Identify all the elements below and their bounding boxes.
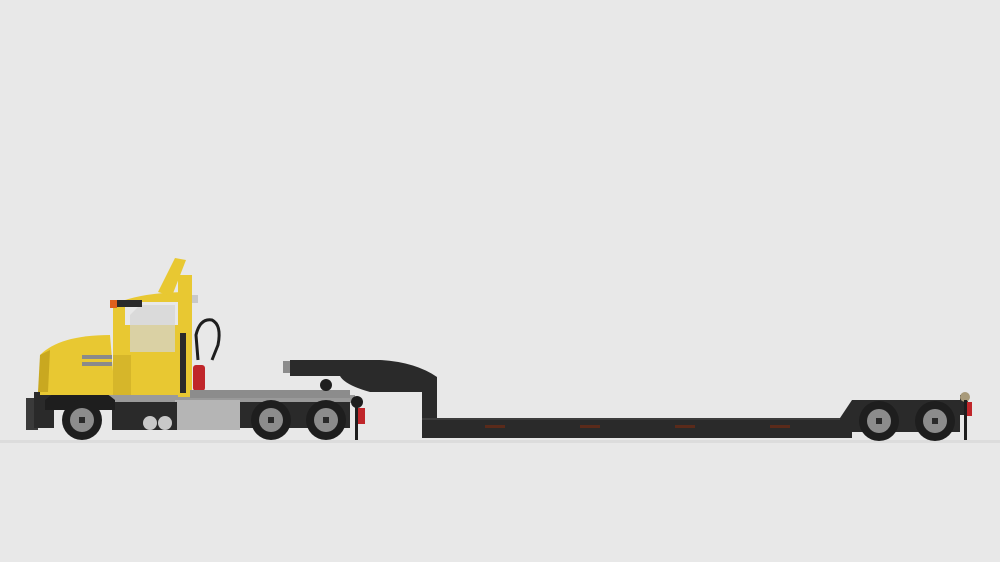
trailer-wheel-1 — [859, 401, 899, 441]
wheel-rear-2 — [306, 400, 346, 440]
lowboy-trailer — [283, 360, 972, 441]
wheel-rear-1 — [251, 400, 291, 440]
wheel-front — [62, 400, 102, 440]
trailer-wheel-2 — [915, 401, 955, 441]
tractor — [26, 258, 365, 440]
